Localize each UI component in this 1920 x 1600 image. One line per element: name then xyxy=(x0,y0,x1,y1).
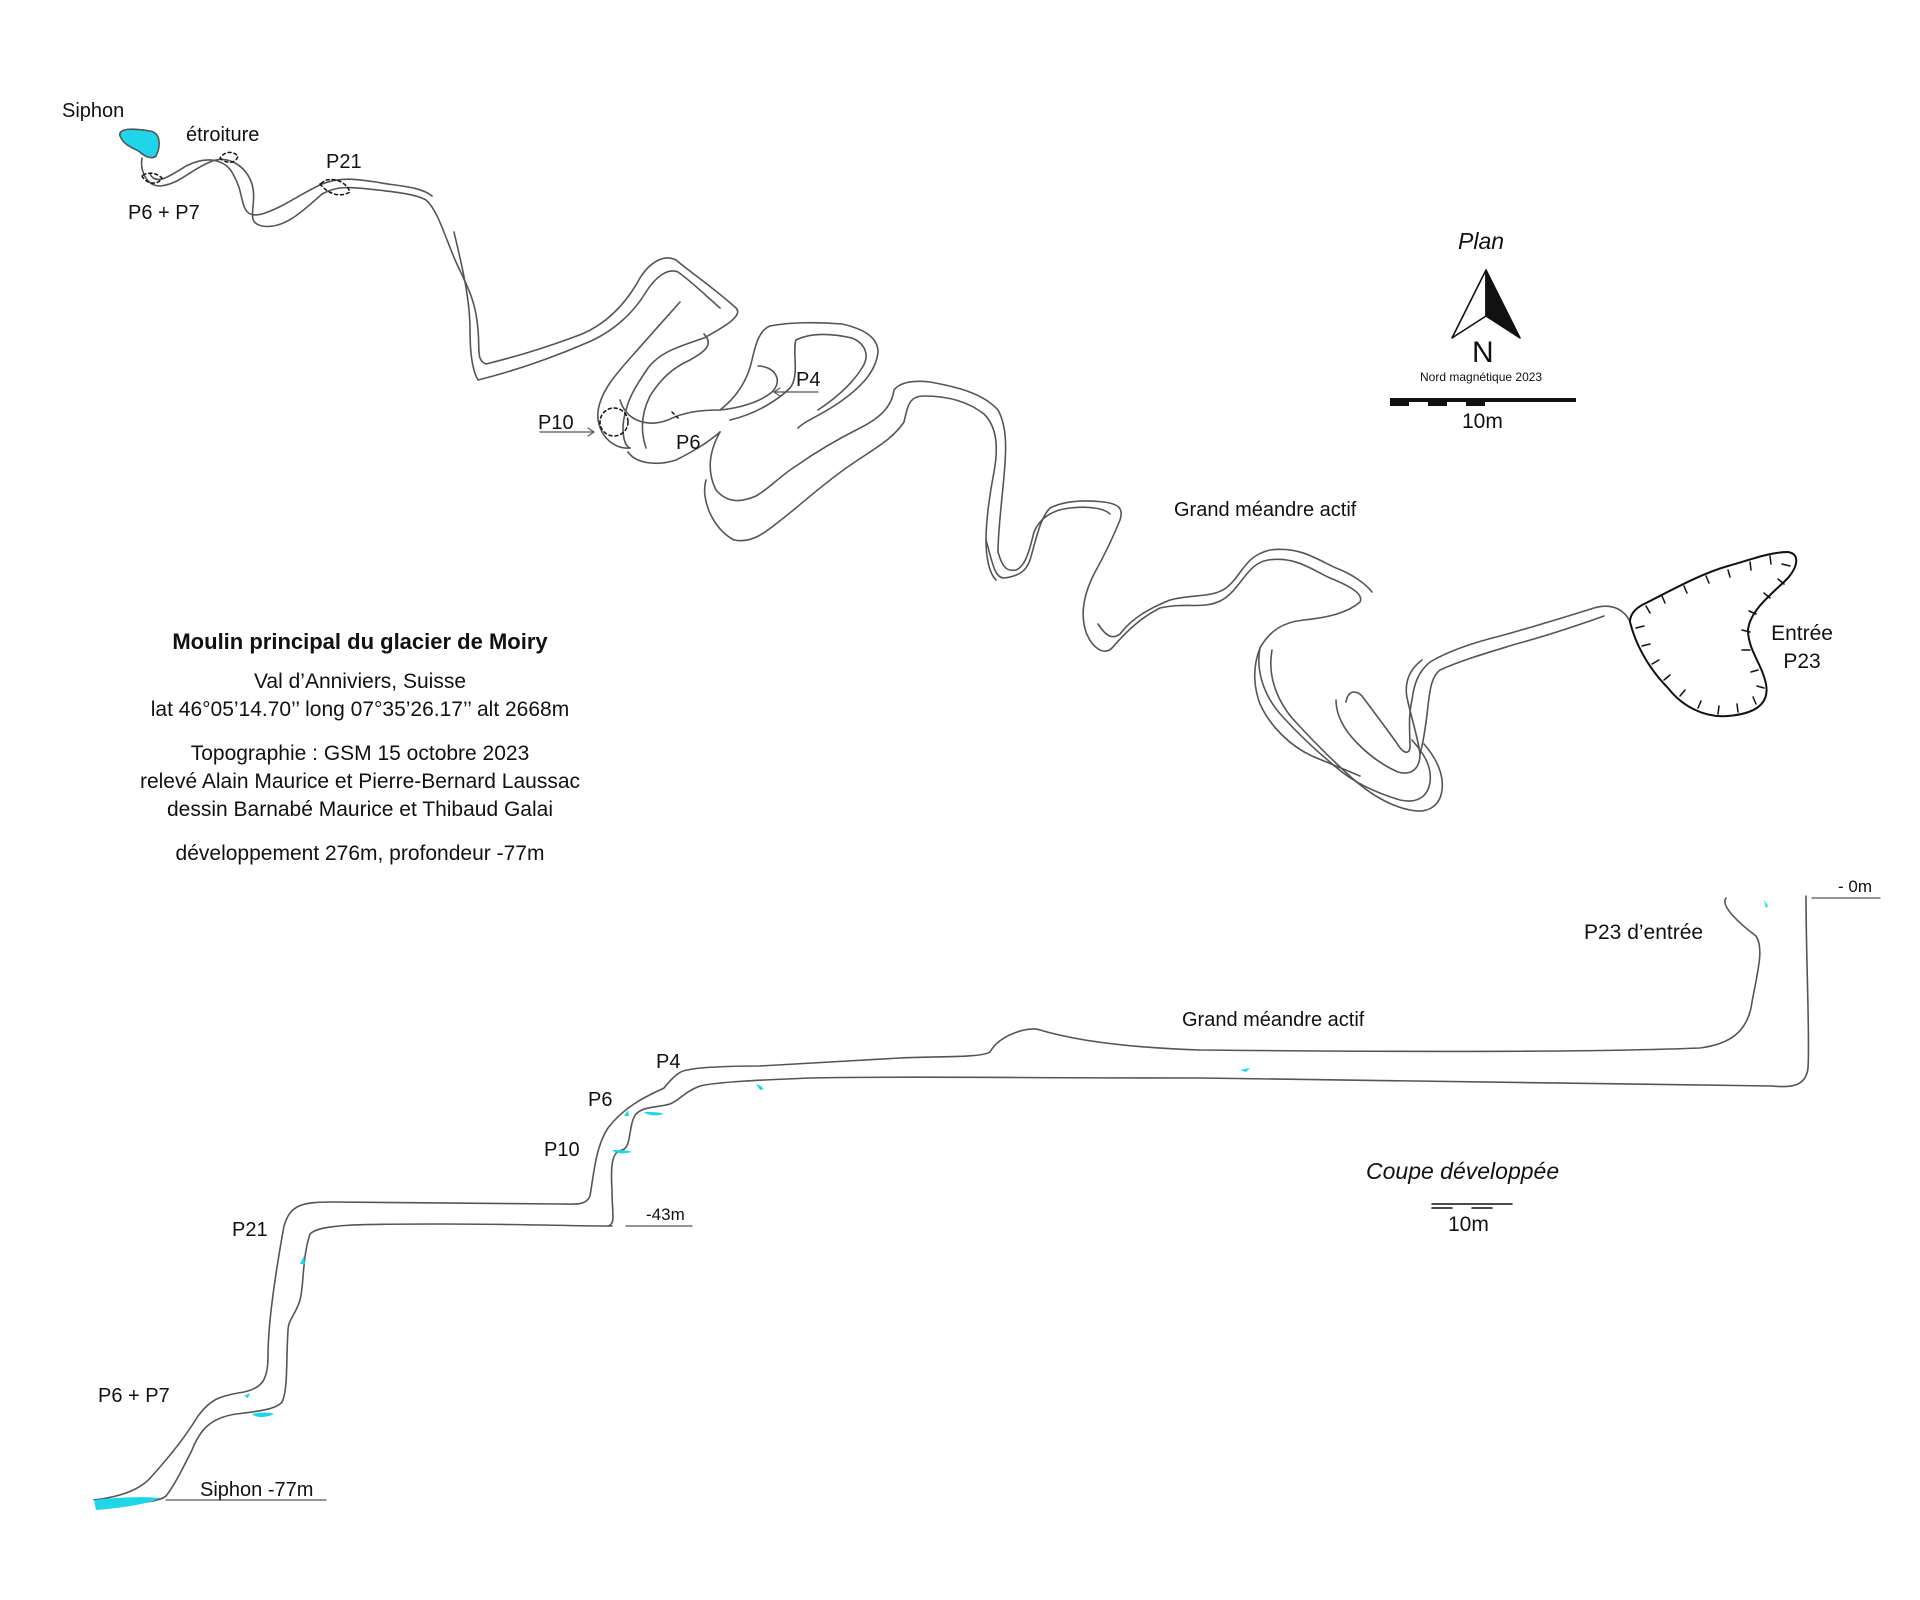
p10-pit xyxy=(599,407,629,437)
label-entree-line2: P23 xyxy=(1783,650,1821,673)
info-coords: lat 46°05’14.70’’ long 07°35’26.17’’ alt… xyxy=(150,698,570,721)
label-p21-plan: P21 xyxy=(326,151,362,173)
section-scale-bar xyxy=(1431,1203,1513,1209)
label-p21-section: P21 xyxy=(232,1219,268,1241)
plan-leaders xyxy=(539,387,819,437)
info-dessin: dessin Barnabé Maurice et Thibaud Galai xyxy=(166,798,553,821)
info-stats: développement 276m, profondeur -77m xyxy=(175,842,545,865)
label-minus-43m: -43m xyxy=(646,1205,685,1224)
label-entree: Entrée P23 xyxy=(1762,620,1842,676)
label-p23-section: P23 d’entrée xyxy=(1584,921,1704,944)
label-etroiture: étroiture xyxy=(186,124,260,146)
label-siphon-section: Siphon -77m xyxy=(200,1479,314,1501)
plan-passage xyxy=(119,128,1631,812)
label-grand-meandre-section: Grand méandre actif xyxy=(1182,1009,1365,1031)
doline-hachures xyxy=(1635,555,1791,715)
section-title: Coupe développée xyxy=(1366,1158,1560,1184)
info-title: Moulin principal du glacier de Moiry xyxy=(172,629,548,654)
plan-scale-bar xyxy=(1390,398,1576,406)
label-zero-depth: - 0m xyxy=(1838,877,1872,896)
siphon-pool xyxy=(119,128,160,159)
plan-title: Plan xyxy=(1458,228,1505,254)
section-water xyxy=(94,900,1768,1510)
entrance-doline xyxy=(1629,551,1798,718)
north-letter: N xyxy=(1472,336,1494,369)
label-p6-p7-section: P6 + P7 xyxy=(98,1385,170,1407)
p6p7-pit xyxy=(141,172,163,184)
label-p4-plan: P4 xyxy=(796,369,821,391)
north-caption: Nord magnétique 2023 xyxy=(1420,370,1543,384)
section-scale-label: 10m xyxy=(1448,1213,1489,1236)
info-topo: Topographie : GSM 15 octobre 2023 xyxy=(190,742,530,765)
etroiture-pit xyxy=(219,151,239,163)
info-location: Val d’Anniviers, Suisse xyxy=(253,670,467,693)
label-p6-section: P6 xyxy=(588,1089,613,1111)
plan-pits xyxy=(141,151,679,437)
label-siphon: Siphon xyxy=(62,100,125,122)
section-passage xyxy=(93,895,1810,1509)
siphon-water xyxy=(94,1497,160,1510)
info-block: Moulin principal du glacier de Moiry Val… xyxy=(90,628,630,868)
info-releve: relevé Alain Maurice et Pierre-Bernard L… xyxy=(139,770,581,793)
p6-pit xyxy=(671,411,679,419)
plan-wall-outer xyxy=(140,157,739,449)
label-p10-section: P10 xyxy=(544,1139,580,1161)
label-p6-plan: P6 xyxy=(676,432,701,454)
p21-pit xyxy=(319,178,351,196)
label-p4-section: P4 xyxy=(656,1051,681,1073)
label-entree-line1: Entrée xyxy=(1771,622,1833,645)
plan-wall-inner xyxy=(149,159,433,216)
label-p6-p7-plan: P6 + P7 xyxy=(128,202,200,224)
north-arrow xyxy=(1451,269,1521,339)
section-reference-lines xyxy=(165,897,1881,1501)
label-grand-meandre-plan: Grand méandre actif xyxy=(1174,499,1357,521)
label-p10-plan: P10 xyxy=(538,412,574,434)
plan-scale-label: 10m xyxy=(1462,410,1503,433)
